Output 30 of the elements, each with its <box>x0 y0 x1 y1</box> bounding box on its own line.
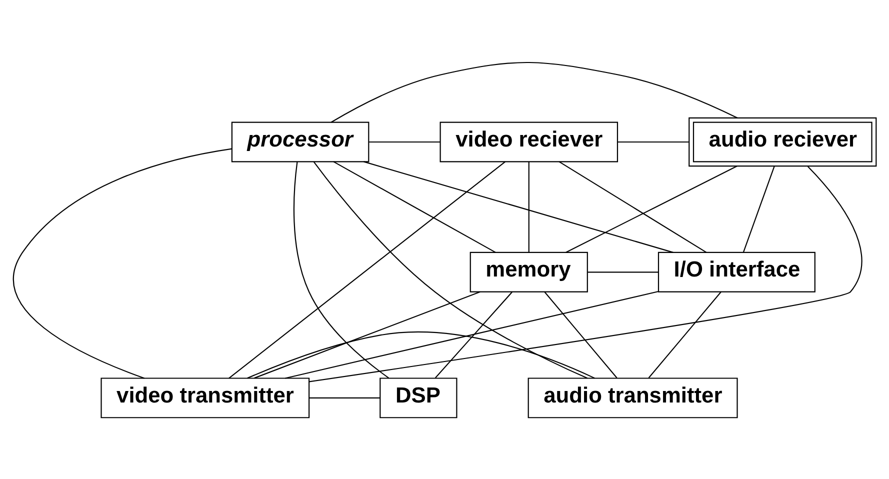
connector <box>333 160 496 252</box>
connector <box>309 396 380 398</box>
connector <box>293 161 390 378</box>
node-box: audio reciever <box>688 116 877 166</box>
connector <box>648 291 722 378</box>
node-box: memory <box>470 251 588 292</box>
connector <box>309 166 862 382</box>
connector <box>558 160 707 252</box>
connector <box>285 290 658 378</box>
node-box: video reciever <box>440 121 618 162</box>
connector <box>369 140 440 142</box>
connector <box>544 291 618 378</box>
connector <box>528 161 530 252</box>
connector <box>742 166 775 252</box>
node-box: video transmitter <box>100 377 310 418</box>
connector <box>254 290 480 378</box>
connector <box>313 161 588 378</box>
connector <box>434 291 513 378</box>
connector <box>588 271 658 272</box>
node-box: audio transmitter <box>528 377 738 418</box>
node-box: DSP <box>380 377 458 418</box>
node-box: I/O interface <box>658 251 816 292</box>
connector <box>228 160 506 378</box>
connector <box>618 140 689 142</box>
connector <box>12 148 232 378</box>
connector <box>364 160 674 252</box>
connector <box>247 330 595 378</box>
node-box: processor <box>231 121 370 162</box>
connector <box>566 165 738 252</box>
connector <box>330 62 738 122</box>
